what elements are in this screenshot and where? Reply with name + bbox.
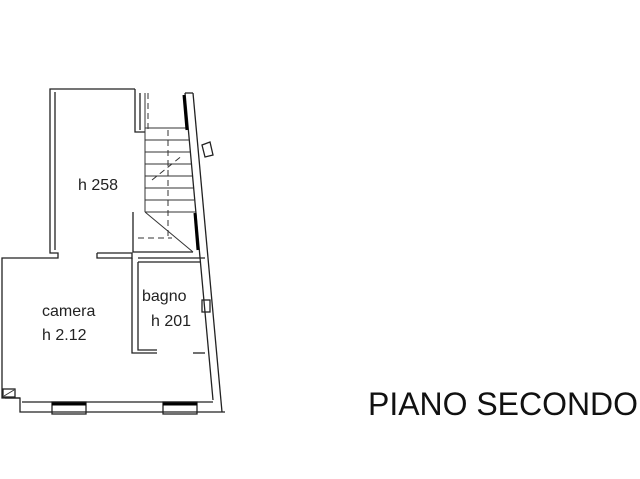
- room-height-label: h 2.12: [42, 327, 87, 344]
- room-name-label: bagno: [142, 288, 187, 305]
- room-name-label: camera: [42, 303, 95, 320]
- floor-title: PIANO SECONDO: [368, 386, 638, 422]
- walls: [1, 88, 225, 415]
- stairs: [132, 89, 200, 253]
- room-height-label: h 201: [151, 313, 191, 330]
- room-height-label: h 258: [78, 177, 118, 194]
- room-labels: h 258 camera h 2.12 bagno h 201: [42, 177, 191, 344]
